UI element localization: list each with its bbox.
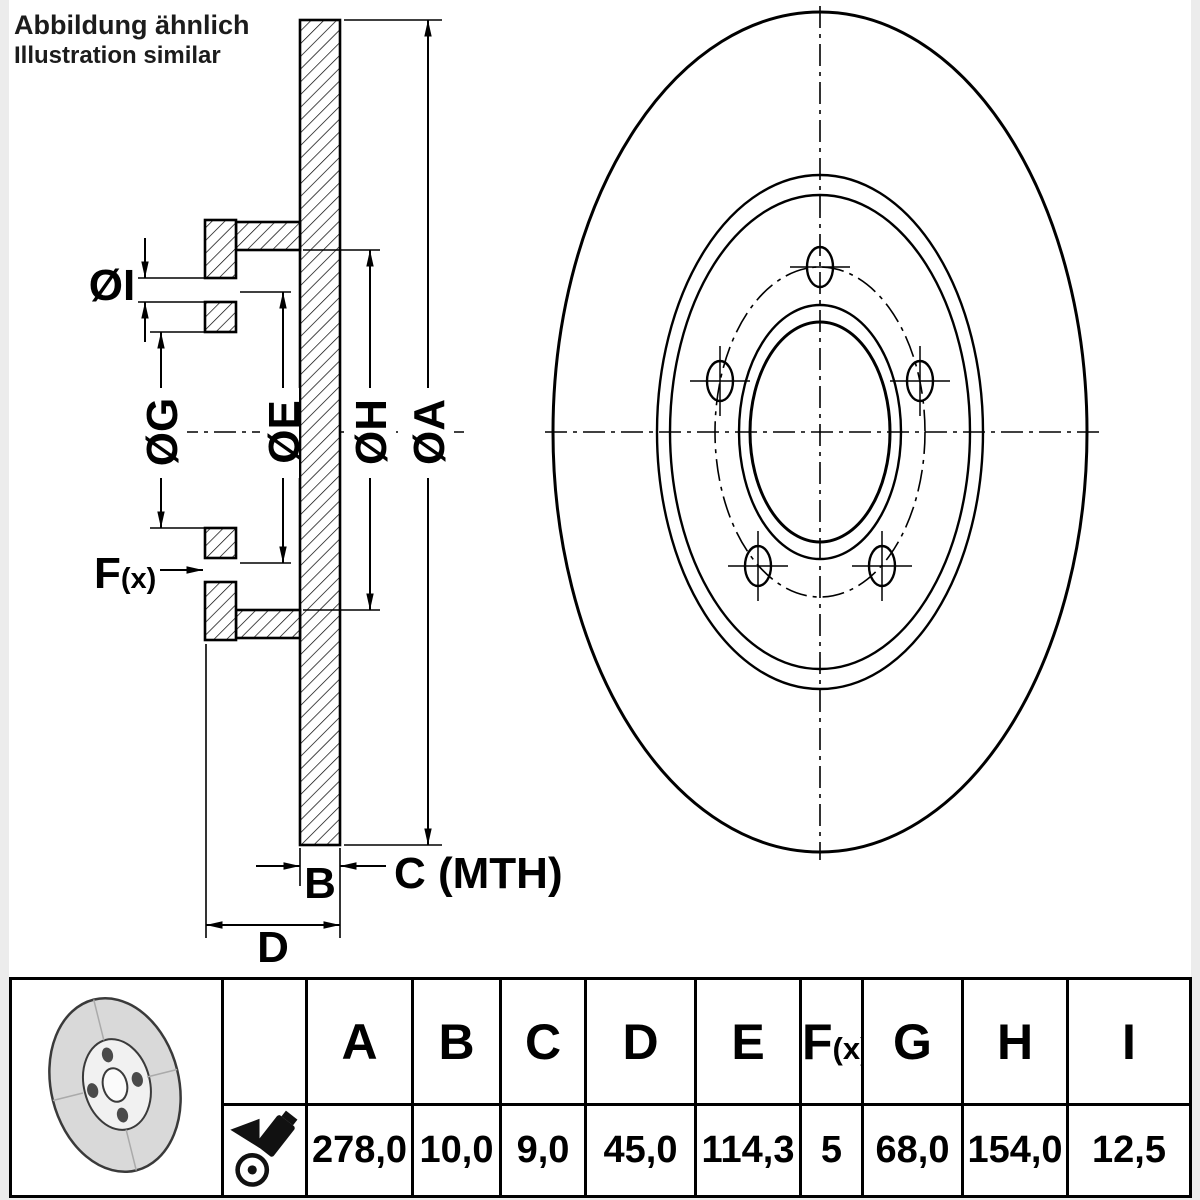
bolt-hole [890,346,950,416]
header-cell-e: E [694,977,802,1106]
hub-rim [737,303,903,561]
label-dia-i: ØI [89,261,135,310]
value-f: 5 [799,1103,864,1198]
dimension-a: ØA [344,19,454,846]
header-cell-h: H [961,977,1069,1106]
note-line-en: Illustration similar [14,41,221,69]
label-dia-h: ØH [347,399,396,465]
header-cell-f: F(x) [799,977,864,1106]
hat-edge [668,193,972,671]
right-margin [1191,0,1200,1200]
dimension-table: A B C D E F(x) G H I 27 [9,977,1192,1198]
value-g: 68,0 [861,1103,964,1198]
label-d: D [257,923,289,972]
header-cell-i: I [1066,977,1192,1106]
center-bore [748,320,892,544]
label-dia-a: ØA [405,399,454,465]
value-h: 154,0 [961,1103,1069,1198]
technical-drawing: ØI ØG ØE ØH [89,6,1100,972]
bottom-margin [0,1197,1200,1200]
front-view [551,10,1089,854]
value-d: 45,0 [584,1103,697,1198]
value-e: 114,3 [694,1103,802,1198]
coating-icon-cell [221,1103,308,1198]
bolt-hole [728,531,788,601]
label-f: F(x) [94,549,156,598]
left-margin [0,0,9,1200]
dimension-e: ØE [240,291,309,564]
value-i: 12,5 [1066,1103,1192,1198]
disc-outer-edge [551,10,1089,854]
bolt-hole [690,346,750,416]
spray-header-cell [221,977,308,1106]
bolt-hole [852,531,912,601]
friction-ring-inner-edge [655,173,985,691]
dimension-i: ØI [89,238,204,342]
dimension-f: F(x) [94,549,203,598]
label-c: C (MTH) [394,849,563,898]
value-b: 10,0 [411,1103,502,1198]
dimension-bcd: B C (MTH) D [205,644,563,972]
cross-section-view [203,18,342,847]
header-cell-d: D [584,977,697,1106]
product-image-cell [9,977,224,1198]
similarity-note: Abbildung ähnlich Illustration similar [14,10,249,70]
value-c: 9,0 [499,1103,587,1198]
header-cell-c: C [499,977,587,1106]
dimension-h: ØH [303,249,396,611]
dimension-g: ØG [135,331,204,529]
header-cell-b: B [411,977,502,1106]
bolt-hole [790,245,850,289]
label-dia-g: ØG [138,398,187,466]
label-dia-e: ØE [260,400,309,464]
spray-can-icon [229,1110,297,1187]
label-b: B [304,859,336,908]
bolt-circle [714,266,926,598]
header-cell-g: G [861,977,964,1106]
header-cell-a: A [305,977,414,1106]
brake-disc-icon [47,996,182,1174]
value-a: 278,0 [305,1103,414,1198]
note-line-de: Abbildung ähnlich [14,10,250,40]
